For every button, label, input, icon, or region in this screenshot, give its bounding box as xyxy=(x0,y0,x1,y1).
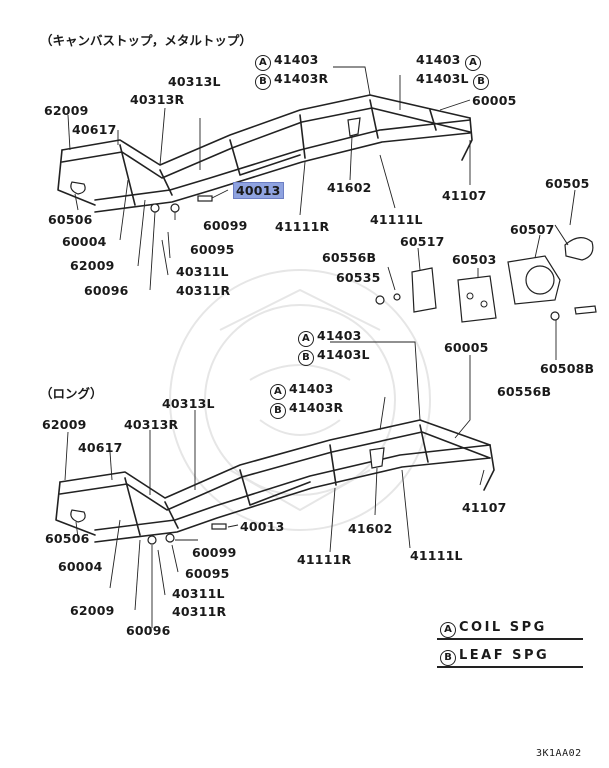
marker-b-icon: B xyxy=(270,403,286,419)
label-40311r-bottom: 40311R xyxy=(172,604,227,619)
top-ladder-frame xyxy=(57,94,473,213)
label-60099-bottom: 60099 xyxy=(192,545,237,560)
legend-underline xyxy=(437,666,583,668)
label-60099-top: 60099 xyxy=(203,218,248,233)
marker-a-icon: A xyxy=(255,55,271,71)
label-60556b-top-b: 60556B xyxy=(497,384,552,399)
marker-b-icon: B xyxy=(473,74,490,90)
label-60517: 60517 xyxy=(400,234,445,249)
label-40013-top-highlighted[interactable]: 40013 xyxy=(233,182,284,199)
marker-b-icon: B xyxy=(255,74,271,90)
label-60005-top: 60005 xyxy=(472,93,517,108)
label-60096-top: 60096 xyxy=(84,283,129,298)
label-40313l-bottom: 40313L xyxy=(162,396,215,411)
bottom-ladder-frame xyxy=(55,419,495,545)
label-60096-bottom: 60096 xyxy=(126,623,171,638)
watermark-emblem xyxy=(169,269,431,531)
marker-a-icon: A xyxy=(270,384,286,400)
legend-divider xyxy=(437,638,583,640)
top-leader-lines xyxy=(67,66,576,360)
label-41403-a-top-right: 41403 A xyxy=(416,52,484,71)
marker-a-icon: A xyxy=(465,55,482,71)
label-60505: 60505 xyxy=(545,176,590,191)
label-60535: 60535 xyxy=(336,270,381,285)
marker-a-icon: A xyxy=(298,331,314,347)
label-40617-top: 40617 xyxy=(72,122,117,137)
section-title-bottom: （ロング） xyxy=(40,386,103,401)
label-62009-bottom-b: 62009 xyxy=(70,603,115,618)
label-41111r-bottom: 41111R xyxy=(297,552,352,567)
label-41111l-top: 41111L xyxy=(370,212,423,227)
label-40311l-top: 40311L xyxy=(176,264,229,279)
label-41111r-top: 41111R xyxy=(275,219,330,234)
label-62009-bottom-a: 62009 xyxy=(42,417,87,432)
label-62009-top-a: 62009 xyxy=(44,103,89,118)
label-60506-top: 60506 xyxy=(48,212,93,227)
footer-code: 3K1AA02 xyxy=(536,748,582,759)
top-hitch-parts xyxy=(375,224,597,323)
section-title-top: （キャンバストップ，メタルトップ） xyxy=(40,33,252,48)
label-40313r-bottom: 40313R xyxy=(124,417,179,432)
label-41111l-bottom: 41111L xyxy=(410,548,463,563)
bottom-leader-lines xyxy=(64,341,485,628)
label-41403l-top: 41403L B xyxy=(416,71,492,90)
label-60556b-top-a: 60556B xyxy=(322,250,377,265)
marker-b-icon: B xyxy=(298,350,314,366)
label-60506-bottom: 60506 xyxy=(45,531,90,546)
label-40311l-bottom: 40311L xyxy=(172,586,225,601)
label-62009-top-b: 62009 xyxy=(70,258,115,273)
label-40617-bottom: 40617 xyxy=(78,440,123,455)
label-41107-bottom: 41107 xyxy=(462,500,507,515)
label-60508b: 60508B xyxy=(540,361,595,376)
label-60005-bottom: 60005 xyxy=(444,340,489,355)
marker-b-icon: B xyxy=(440,650,456,666)
label-60507: 60507 xyxy=(510,222,555,237)
label-60004-top: 60004 xyxy=(62,234,107,249)
label-40313l-top: 40313L xyxy=(168,74,221,89)
label-41107-top: 41107 xyxy=(442,188,487,203)
label-41602-bottom: 41602 xyxy=(348,521,393,536)
label-40313r-top: 40313R xyxy=(130,92,185,107)
label-60095-bottom: 60095 xyxy=(185,566,230,581)
marker-a-icon: A xyxy=(440,622,456,638)
label-60004-bottom: 60004 xyxy=(58,559,103,574)
label-40311r-top: 40311R xyxy=(176,283,231,298)
label-40013-bottom: 40013 xyxy=(240,519,285,534)
label-41602-top: 41602 xyxy=(327,180,372,195)
label-60095-top: 60095 xyxy=(190,242,235,257)
label-60503: 60503 xyxy=(452,252,497,267)
